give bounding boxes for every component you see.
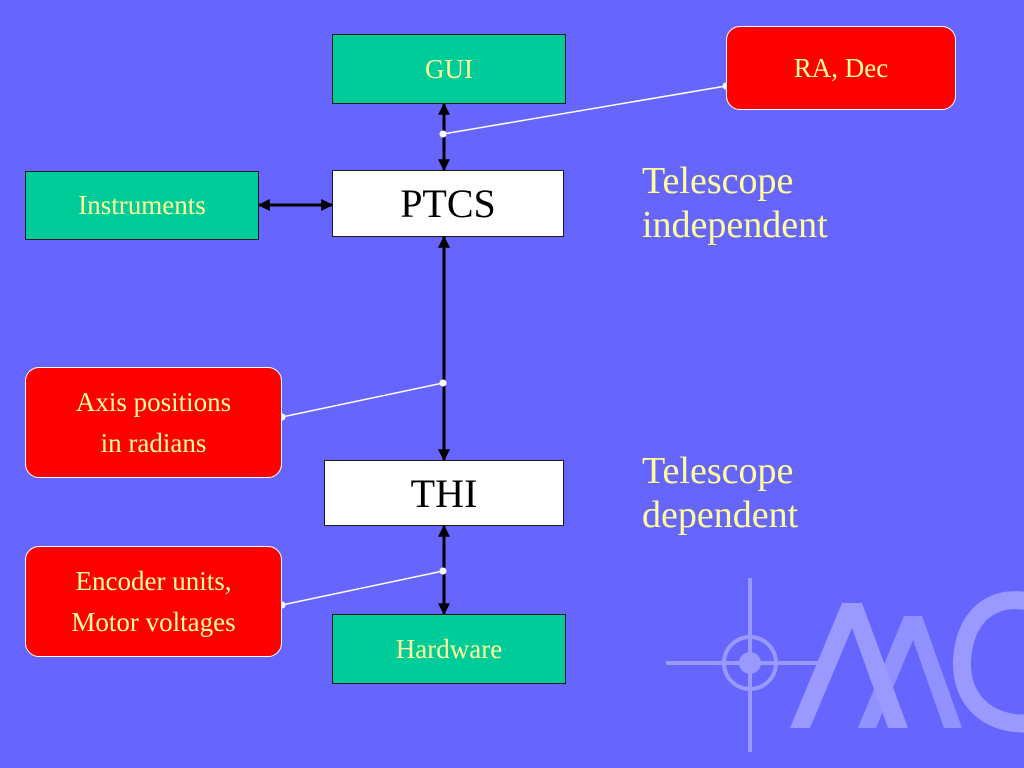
telescope-independent-line-2: independent [642, 204, 828, 246]
instruments-box: Instruments [25, 171, 259, 240]
gui-box: GUI [332, 34, 566, 104]
ptcs-box: PTCS [332, 170, 564, 237]
ra-dec-leader [442, 85, 727, 135]
aao-logo-icon [666, 578, 1024, 752]
axis-positions-callout: Axis positions in radians [25, 367, 282, 478]
axis-positions-label-line-2: in radians [100, 427, 207, 458]
telescope-dependent-line-1: Telescope [642, 450, 794, 492]
telescope-independent-line-1: Telescope [642, 160, 794, 202]
encoder-units-leader-dot-start [439, 567, 447, 575]
axis-positions-leader-dot-start [439, 379, 447, 387]
encoder-units-callout: Encoder units, Motor voltages [25, 546, 282, 657]
encoder-units-leader [281, 570, 444, 606]
telescope-independent-note: Telescope independent [642, 159, 828, 247]
hardware-box: Hardware [332, 614, 566, 684]
encoder-units-label-line-2: Motor voltages [71, 606, 236, 637]
telescope-dependent-note: Telescope dependent [642, 449, 798, 537]
thi-box: THI [324, 460, 564, 526]
axis-positions-label-line-1: Axis positions [75, 387, 232, 417]
axis-positions-leader [281, 382, 444, 418]
ra-dec-callout: RA, Dec [726, 26, 956, 110]
ra-dec-leader-dot-start [439, 130, 447, 138]
telescope-dependent-line-2: dependent [642, 494, 799, 536]
ra-dec-label: RA, Dec [793, 52, 889, 83]
encoder-units-label-line-1: Encoder units, [75, 566, 232, 596]
